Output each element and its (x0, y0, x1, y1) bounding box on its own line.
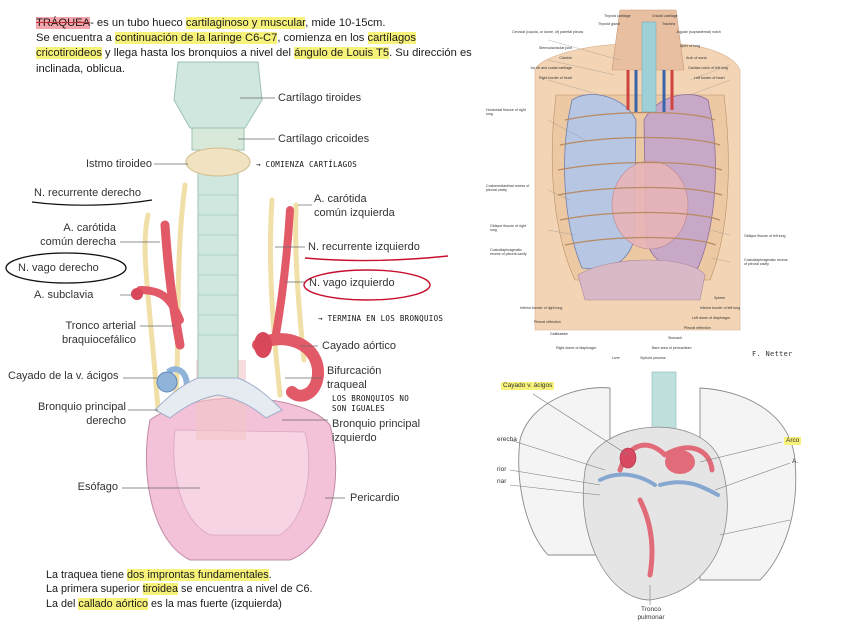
label-pericardio: Pericardio (350, 492, 400, 504)
label-cayado-v-acigos: Cayado v. ácigos (501, 382, 555, 390)
label-tronco-1: Tronco (641, 606, 661, 613)
label-tronco-arterial-2: braquiocefálico (62, 334, 136, 346)
netter-signature: F. Netter (752, 350, 793, 358)
label-cartilago-tiroides: Cartílago tiroides (278, 92, 362, 104)
label-lr-left-1: erecha (497, 436, 517, 443)
netter-thorax-illustration (528, 8, 741, 352)
subclavia-knob (131, 288, 143, 300)
label-bifurcacion-2: traqueal (327, 379, 367, 391)
label-bronquio-derecho-1: Bronquio principal (37, 401, 126, 413)
heart-inner-shape (173, 429, 310, 536)
arteries (136, 206, 324, 402)
heart-lungs-schematic (509, 371, 797, 605)
label-n-recurrente-derecho: N. recurrente derecho (34, 187, 141, 199)
label-carotida-derecha-2: común derecha (40, 236, 116, 248)
note-comienza-cartilagos: → COMIENZA CARTÍLAGOS (256, 160, 358, 169)
label-n-vago-izquierdo: N. vago izquierdo (309, 277, 395, 289)
label-bifurcacion-1: Bifurcación (327, 365, 382, 377)
leader-lines-left (120, 97, 345, 499)
label-esofago: Esófago (77, 481, 118, 493)
circle-vago-izquierdo (303, 269, 431, 301)
label-cayado-aortico: Cayado aórtico (322, 340, 396, 352)
outro-paragraph: La traquea tiene dos improntas fundament… (46, 569, 313, 610)
aortic-arch-knob (254, 332, 272, 358)
bronchi-shape (154, 377, 283, 419)
trachea-shape (197, 154, 239, 381)
label-cayado-vena-acigos: Cayado de la v. ácigos (8, 370, 119, 382)
note-bronquios-2: SON IGUALES (332, 404, 385, 413)
underline-recurrente-izquierdo (304, 255, 449, 262)
label-lr-left-2: rior (497, 466, 507, 473)
intro-paragraph: TRÁQUEA- es un tubo hueco cartilaginoso … (36, 17, 472, 75)
thyroid-cartilage-shape (173, 61, 263, 129)
label-carotida-derecha-1: A. carótida (63, 222, 116, 234)
label-n-recurrente-izquierdo: N. recurrente izquierdo (308, 241, 420, 253)
note-termina-bronquios: → TERMINA EN LOS BRONQUIOS (318, 314, 444, 323)
label-n-vago-derecho: N. vago derecho (18, 262, 99, 274)
label-carotida-izquierda-1: A. carótida (314, 193, 367, 205)
cricoid-cartilage-shape (191, 127, 245, 151)
label-a-subclavia: A. subclavia (34, 289, 94, 301)
label-bronquio-izquierdo-2: izquierdo (332, 432, 377, 444)
label-lr-right-1: Arco (784, 437, 802, 445)
label-tronco-arterial-1: Tronco arterial (65, 320, 136, 332)
circle-vago-derecho (5, 252, 127, 284)
underline-recurrente-derecho (31, 199, 153, 206)
label-carotida-izquierda-2: común izquierda (314, 207, 395, 219)
thyroid-isthmus-shape (185, 147, 251, 177)
note-bronquios-1: LOS BRONQUIOS NO (332, 394, 410, 403)
label-lr-left-3: nar (497, 478, 507, 485)
label-cartilago-cricoides: Cartílago cricoides (278, 133, 370, 145)
term-traquea: TRÁQUEA (36, 17, 91, 29)
label-bronquio-izquierdo-1: Bronquio principal (332, 418, 421, 430)
azygos-vein-knob (156, 371, 178, 393)
label-istmo-tiroideo: Istmo tiroideo (85, 158, 152, 170)
trachea-rings (198, 194, 238, 336)
label-bronquio-derecho-2: derecho (86, 415, 126, 427)
label-tronco-2: pulmonar (637, 614, 665, 621)
label-lr-right-2: A. (792, 458, 799, 465)
